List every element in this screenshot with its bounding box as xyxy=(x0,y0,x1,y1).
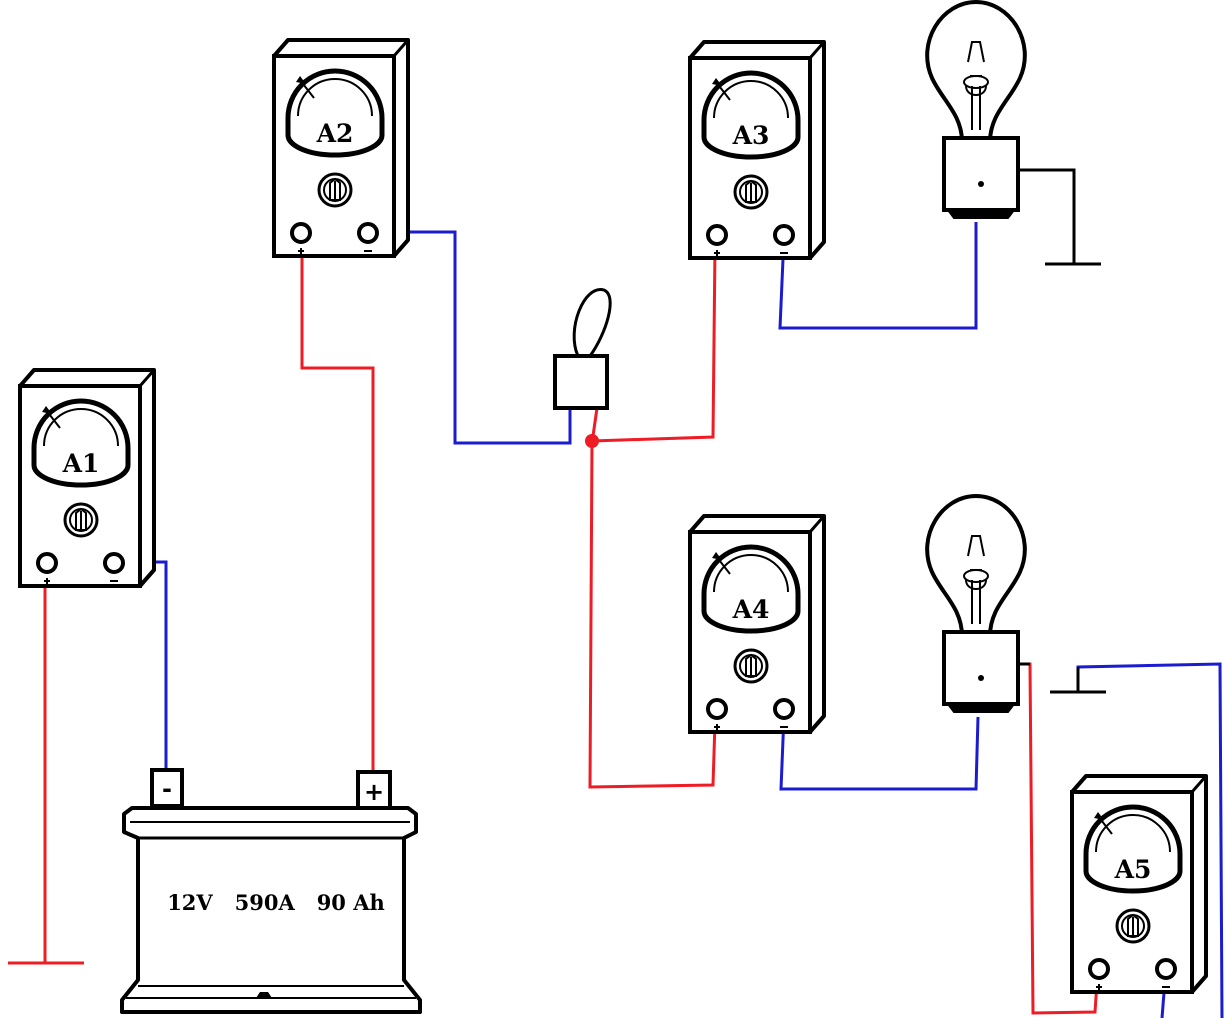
battery-positive-terminal: + xyxy=(356,770,392,810)
bulb-upper xyxy=(925,0,1027,220)
negative-sign: - xyxy=(162,775,172,803)
positive-sign: + xyxy=(364,778,384,806)
toggle-switch xyxy=(553,288,612,410)
ammeter-a5: A5 xyxy=(1072,776,1206,992)
battery-negative-terminal: - xyxy=(150,768,184,808)
ammeter-body xyxy=(274,40,408,256)
meter-label: A5 xyxy=(1114,855,1152,884)
wire-junction-to-a3 xyxy=(591,245,717,443)
wire-a2-to-switch xyxy=(384,230,572,445)
wire-a1-to-ground xyxy=(8,577,84,965)
ammeter-a3: A3 xyxy=(690,42,824,258)
ammeter-a2: A2 xyxy=(274,40,408,256)
ammeter-body xyxy=(20,370,154,586)
meter-label: A3 xyxy=(732,121,770,150)
ground-symbol-upper xyxy=(1010,168,1101,266)
ammeter-body xyxy=(690,516,824,732)
ammeter-body xyxy=(690,42,824,258)
meter-label: A4 xyxy=(732,595,770,624)
meter-label: A1 xyxy=(62,449,100,478)
meter-label: A2 xyxy=(316,119,354,148)
wire-a3-to-bulb-upper xyxy=(778,222,978,330)
ammeter-body xyxy=(1072,776,1206,992)
wire-junction-to-a4 xyxy=(588,440,717,789)
battery: - + 12V 590A 90 Ah xyxy=(120,768,422,1014)
wire-a4-to-bulb-lower xyxy=(779,714,980,791)
battery-spec-label: 12V 590A 90 Ah xyxy=(167,890,385,915)
bulb-lower xyxy=(925,494,1027,714)
wire-a1-to-battery-negative xyxy=(120,560,168,782)
ammeter-a4: A4 xyxy=(690,516,824,732)
ground-symbol-lower xyxy=(1020,662,1106,694)
wire-battery-positive-to-a2 xyxy=(300,246,375,782)
junction-node xyxy=(585,434,599,448)
ammeter-a1: A1 xyxy=(20,370,154,586)
